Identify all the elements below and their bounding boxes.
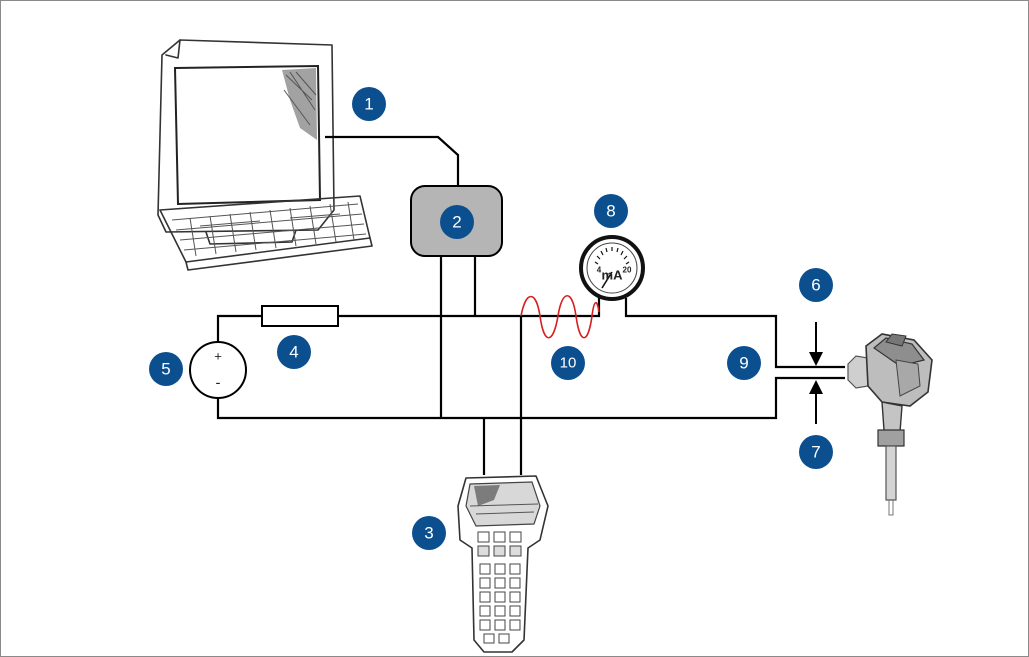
callout-2-label: 2 bbox=[452, 213, 461, 232]
callout-6: 6 bbox=[799, 268, 833, 302]
callout-9-label: 9 bbox=[739, 354, 748, 373]
callout-7: 7 bbox=[799, 435, 833, 469]
meter-high-label: 20 bbox=[623, 266, 632, 275]
meter-low-label: 4 bbox=[597, 266, 602, 275]
callout-6-label: 6 bbox=[811, 276, 820, 295]
power-supply: + - bbox=[189, 341, 247, 399]
hart-signal-wave bbox=[520, 295, 600, 339]
callout-10-label: 10 bbox=[560, 355, 577, 372]
callout-1-label: 1 bbox=[364, 95, 373, 114]
supply-plus: + bbox=[214, 349, 222, 364]
callout-5-label: 5 bbox=[161, 360, 170, 379]
handheld-communicator bbox=[457, 475, 549, 653]
resistor bbox=[261, 305, 339, 327]
callout-1: 1 bbox=[352, 87, 386, 121]
meter-unit-label: mA bbox=[602, 268, 624, 283]
callout-2: 2 bbox=[440, 205, 474, 239]
callout-8-label: 8 bbox=[606, 202, 615, 221]
callout-3-label: 3 bbox=[424, 524, 433, 543]
circuit-wiring bbox=[216, 135, 845, 475]
callout-7-label: 7 bbox=[811, 443, 820, 462]
callout-9: 9 bbox=[727, 346, 761, 380]
callout-4-label: 4 bbox=[289, 343, 298, 362]
callout-5: 5 bbox=[149, 352, 183, 386]
callout-10: 10 bbox=[551, 346, 585, 380]
callout-4: 4 bbox=[277, 335, 311, 369]
callout-8: 8 bbox=[594, 194, 628, 228]
supply-minus: - bbox=[216, 375, 221, 392]
computer-illustration bbox=[157, 39, 373, 271]
ammeter: 4 mA 20 bbox=[579, 235, 645, 301]
arrow-down bbox=[809, 322, 823, 366]
arrow-up bbox=[809, 380, 823, 424]
temperature-transmitter bbox=[847, 333, 933, 516]
callout-3: 3 bbox=[412, 516, 446, 550]
